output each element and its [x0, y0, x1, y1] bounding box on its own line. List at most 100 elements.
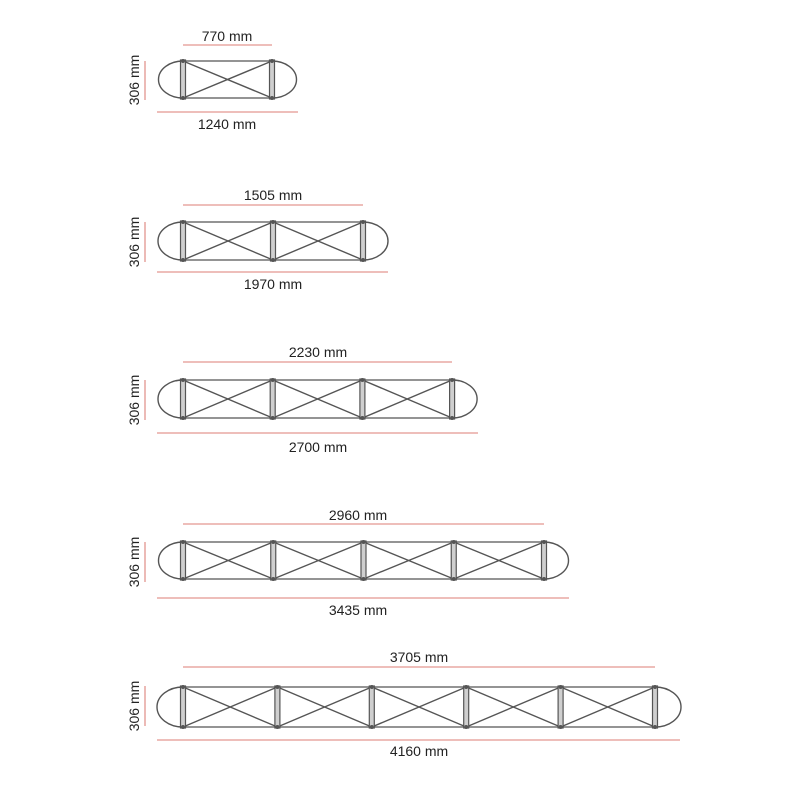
left-end-cap	[157, 221, 184, 261]
frame-2: 1505 mm 1970 mm 306 mm	[126, 187, 389, 292]
joint-node	[542, 540, 546, 544]
left-end-cap	[157, 379, 184, 419]
left-end-cap	[156, 686, 184, 728]
joint-node	[181, 540, 185, 544]
height-dimension-label: 306 mm	[126, 55, 142, 106]
joint-node	[181, 258, 185, 262]
cross-brace	[272, 221, 364, 261]
vertical-post	[450, 540, 457, 581]
joint-node	[369, 685, 374, 689]
top-dimension-label: 2960 mm	[329, 507, 387, 523]
joint-node	[181, 96, 185, 100]
bottom-dimension-label: 1240 mm	[198, 116, 256, 132]
frame-drawing	[156, 685, 682, 729]
joint-node	[558, 685, 563, 689]
cross-brace	[465, 686, 561, 728]
vertical-post	[557, 685, 564, 729]
cross-brace	[272, 379, 363, 419]
cross-brace	[371, 686, 467, 728]
joint-node	[181, 378, 185, 382]
frame-3: 2230 mm 2700 mm 306 mm	[126, 344, 478, 455]
joint-node	[451, 577, 456, 581]
cross-brace	[182, 541, 274, 580]
joint-node	[271, 258, 275, 262]
joint-node	[181, 725, 185, 729]
vertical-post	[360, 540, 367, 581]
top-dimension-label: 1505 mm	[244, 187, 302, 203]
height-dimension-label: 306 mm	[126, 375, 142, 426]
left-end-cap	[157, 60, 184, 99]
cross-brace	[363, 541, 455, 580]
vertical-post	[463, 685, 470, 729]
joint-node	[271, 540, 276, 544]
height-dimension-label: 306 mm	[126, 217, 142, 268]
bottom-dimension-label: 2700 mm	[289, 439, 347, 455]
cross-brace	[182, 221, 274, 261]
cross-brace	[182, 379, 273, 419]
joint-node	[361, 540, 366, 544]
joint-node	[464, 685, 469, 689]
top-dimension-label: 3705 mm	[390, 649, 448, 665]
cross-brace	[362, 379, 453, 419]
vertical-post	[359, 378, 366, 420]
cross-brace	[272, 541, 364, 580]
vertical-post	[268, 59, 276, 100]
joint-node	[653, 685, 657, 689]
left-end-cap	[157, 541, 184, 580]
joint-node	[271, 220, 275, 224]
joint-node	[361, 577, 366, 581]
vertical-post	[179, 378, 187, 420]
vertical-post	[651, 685, 659, 729]
top-dimension-label: 770 mm	[202, 28, 253, 44]
right-end-cap	[452, 379, 478, 419]
cross-brace	[277, 686, 373, 728]
vertical-post	[540, 540, 548, 581]
height-dimension-label: 306 mm	[126, 537, 142, 588]
vertical-post	[179, 685, 187, 729]
vertical-post	[179, 59, 187, 100]
right-end-cap	[271, 60, 298, 99]
right-end-cap	[543, 541, 570, 580]
frame-drawing	[157, 220, 389, 262]
joint-node	[181, 220, 185, 224]
joint-node	[361, 220, 365, 224]
cross-brace	[453, 541, 545, 580]
joint-node	[450, 378, 455, 382]
vertical-post	[368, 685, 375, 729]
vertical-post	[359, 220, 367, 262]
vertical-post	[270, 540, 277, 581]
joint-node	[360, 416, 365, 420]
top-dimension-label: 2230 mm	[289, 344, 347, 360]
vertical-post	[179, 540, 187, 581]
frame-drawing	[157, 540, 570, 581]
frame-4: 2960 mm 3435 mm 306 mm	[126, 507, 570, 618]
bottom-dimension-label: 4160 mm	[390, 743, 448, 759]
joint-node	[270, 96, 274, 100]
right-end-cap	[362, 221, 389, 261]
joint-node	[558, 725, 563, 729]
vertical-post	[274, 685, 281, 729]
bottom-dimension-label: 1970 mm	[244, 276, 302, 292]
joint-node	[270, 416, 275, 420]
joint-node	[181, 577, 185, 581]
joint-node	[451, 540, 456, 544]
joint-node	[275, 725, 280, 729]
joint-node	[181, 685, 185, 689]
joint-node	[181, 59, 185, 63]
joint-node	[270, 378, 275, 382]
joint-node	[542, 577, 546, 581]
right-end-cap	[654, 686, 682, 728]
joint-node	[275, 685, 280, 689]
frame-5: 3705 mm 4160 mm 306 mm	[126, 649, 682, 759]
vertical-post	[179, 220, 187, 262]
joint-node	[271, 577, 276, 581]
cross-brace	[182, 60, 273, 99]
frame-1: 770 mm 1240 mm 306 mm	[126, 28, 298, 132]
frame-drawing	[157, 59, 298, 100]
cross-brace	[560, 686, 656, 728]
bottom-dimension-label: 3435 mm	[329, 602, 387, 618]
joint-node	[464, 725, 469, 729]
joint-node	[361, 258, 365, 262]
joint-node	[181, 416, 185, 420]
